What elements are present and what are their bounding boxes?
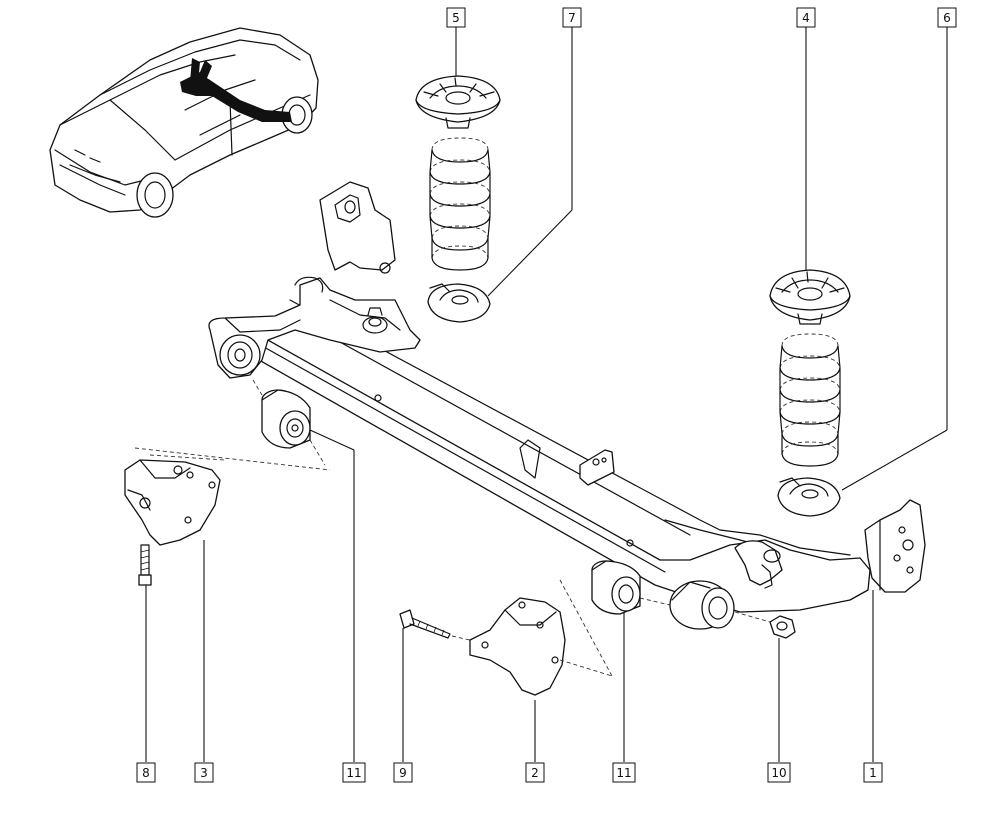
callout-1: 1 [863,762,883,783]
mounting-bracket-left [124,447,331,546]
callout-7: 7 [562,7,582,28]
callout-5: 5 [446,7,466,28]
callout-10: 10 [767,762,791,783]
upper-spring-seat-right [769,269,851,325]
callout-6: 6 [937,7,957,28]
callout-11-right: 11 [612,762,636,783]
rear-axle-beam [208,181,926,630]
callout-3: 3 [194,762,214,783]
car-thumbnail [49,27,319,218]
callout-8: 8 [136,762,156,783]
svg-text:9: 9 [399,766,407,780]
leader-lines [145,27,948,762]
coil-spring-left [429,137,491,271]
coil-spring-right [779,333,841,467]
callout-11-left: 11 [342,762,366,783]
lower-spring-seat-left [427,283,491,323]
callout-4: 4 [796,7,816,28]
svg-text:8: 8 [142,766,150,780]
svg-text:10: 10 [771,766,786,780]
svg-text:5: 5 [452,11,460,25]
svg-text:3: 3 [200,766,208,780]
svg-text:11: 11 [616,766,631,780]
bushing-left [252,379,326,466]
bolt-9 [399,609,471,641]
svg-text:11: 11 [346,766,361,780]
svg-text:6: 6 [943,11,951,25]
svg-text:1: 1 [869,766,877,780]
svg-text:4: 4 [802,11,810,25]
callout-9: 9 [393,762,413,783]
lower-spring-seat-right [777,477,841,517]
mounting-bracket-right [469,579,613,696]
bushing-right [591,560,671,615]
nut-10 [734,611,796,639]
upper-spring-seat-left [415,75,501,129]
svg-text:7: 7 [568,11,576,25]
bolt-8 [138,544,152,586]
callout-2: 2 [525,762,545,783]
svg-text:2: 2 [531,766,539,780]
